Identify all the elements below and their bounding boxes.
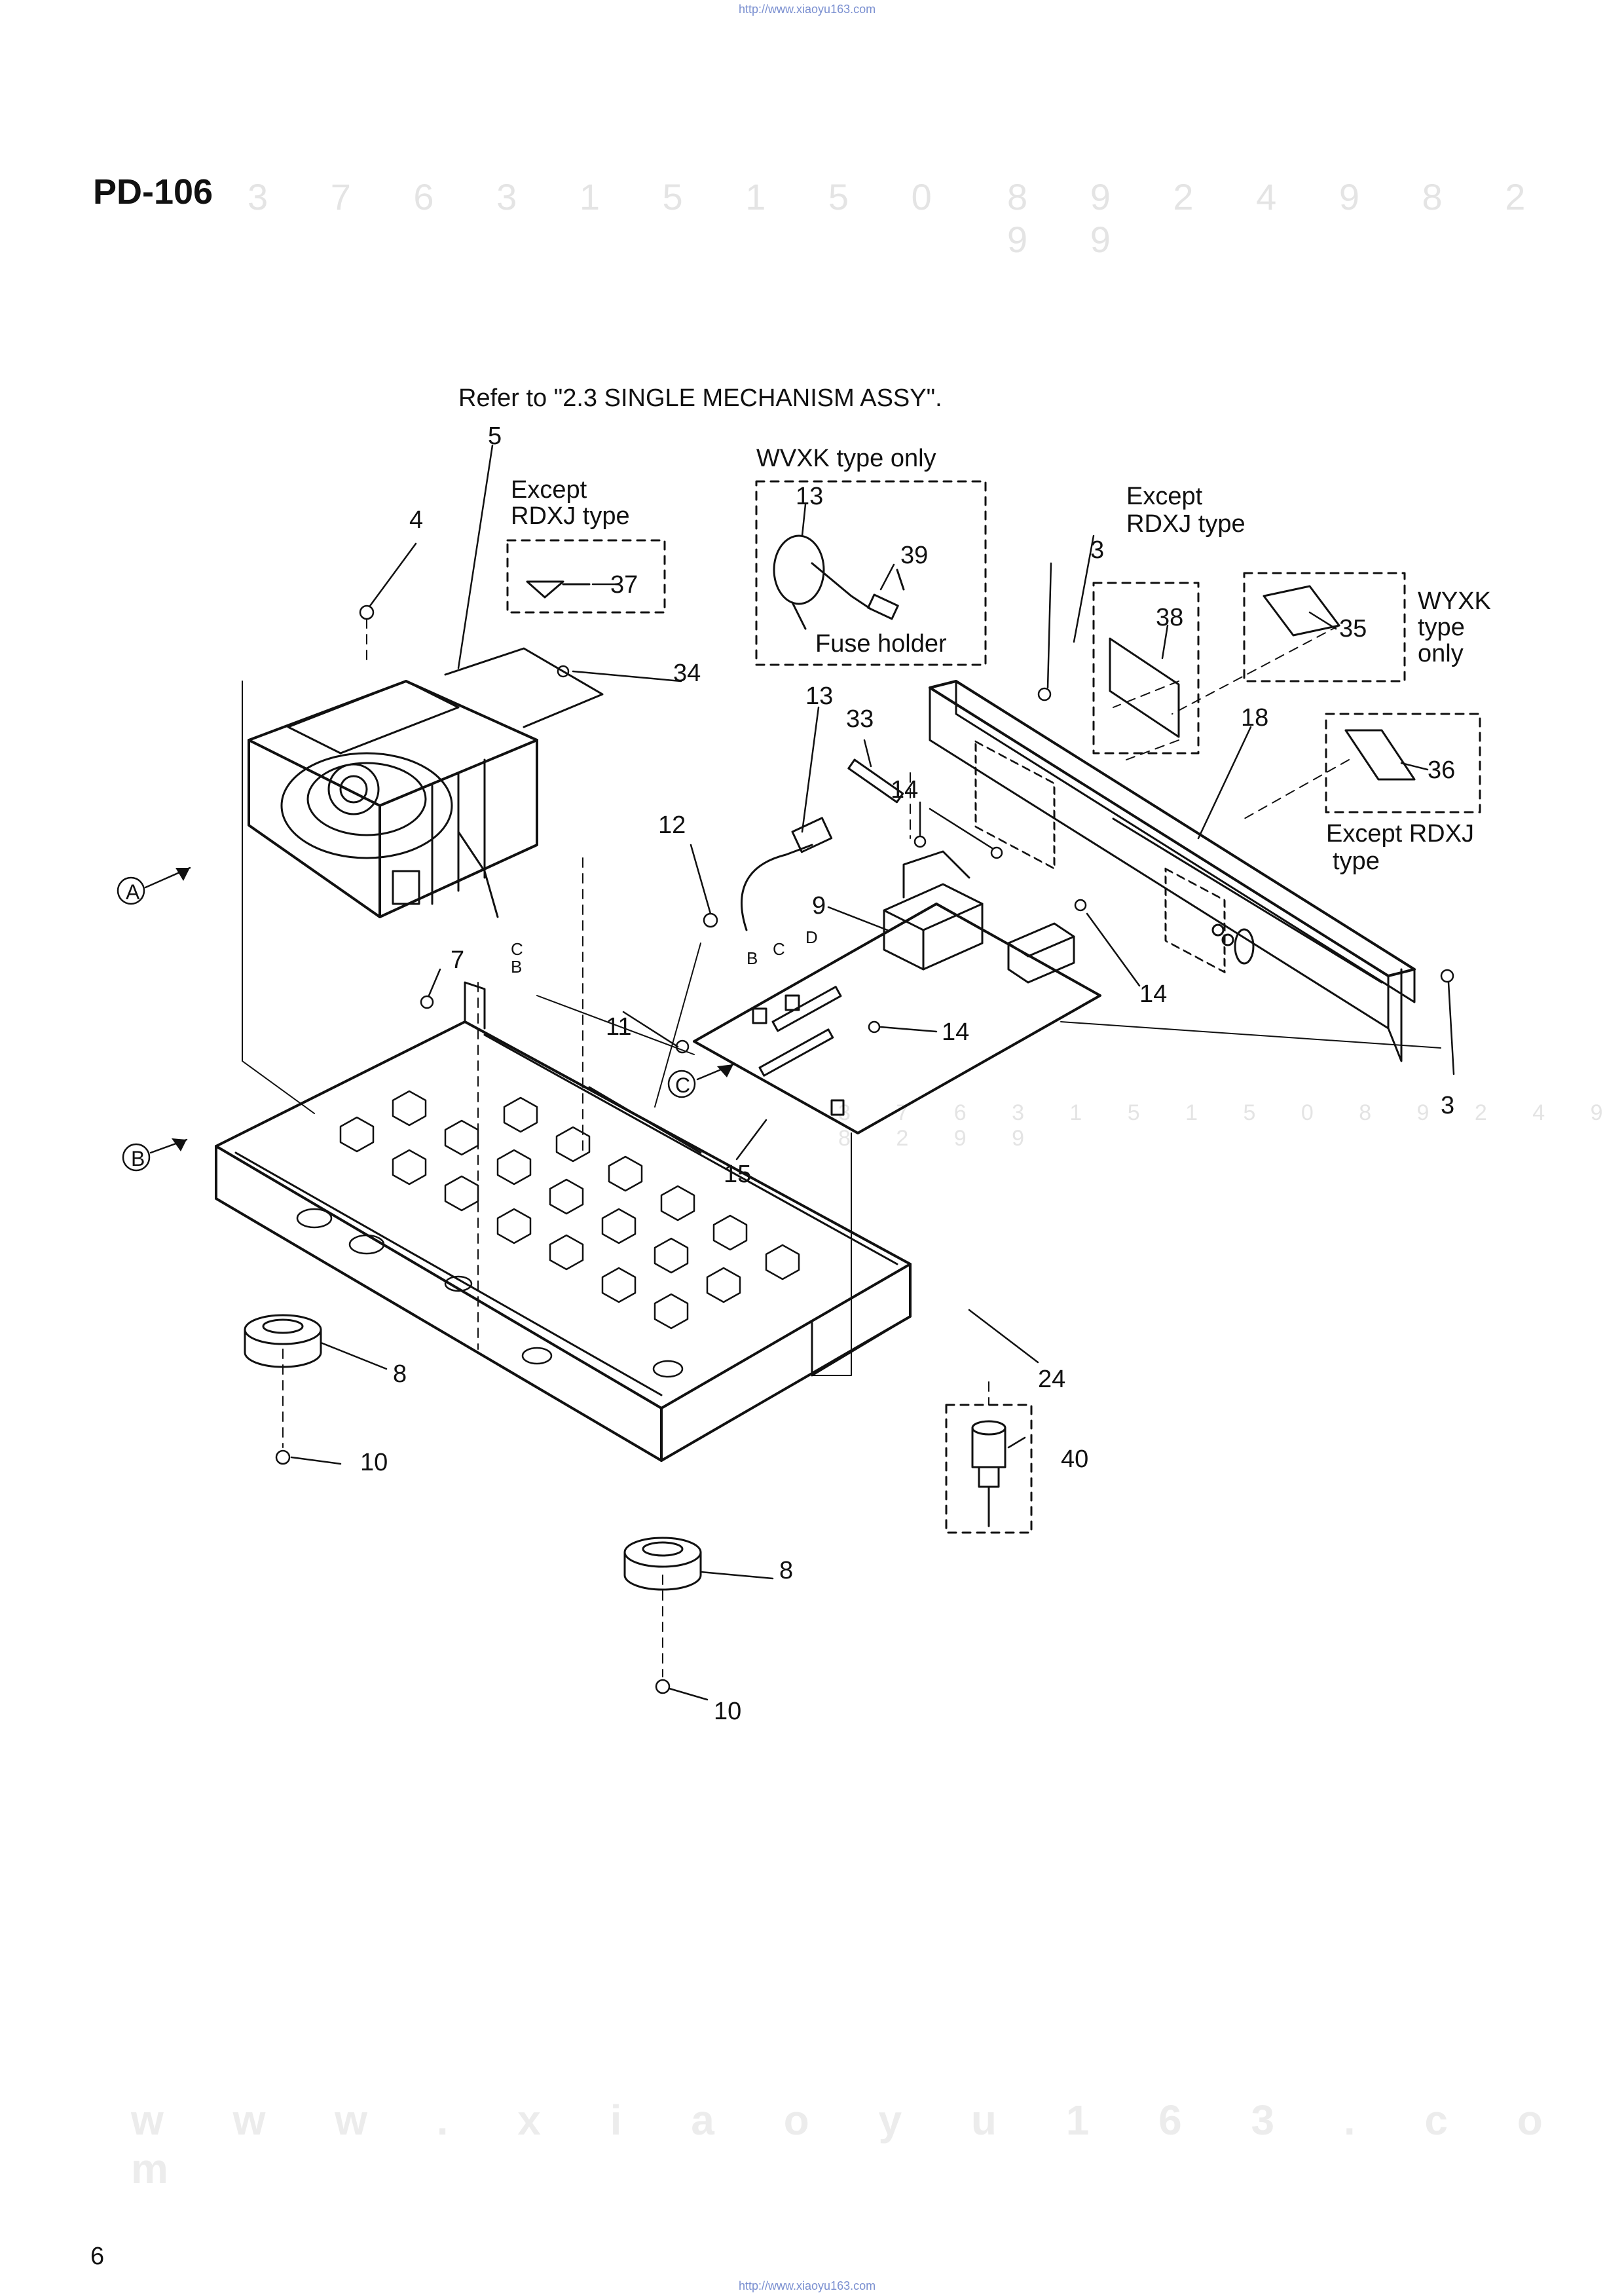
foot-right [623, 1537, 702, 1591]
callout-7: 7 [451, 946, 464, 974]
callout-14-top: 14 [891, 776, 918, 804]
mechanism-assembly [248, 647, 604, 918]
callout-13-wvxk: 13 [796, 483, 823, 510]
callout-13: 13 [805, 682, 833, 710]
callout-9: 9 [812, 892, 826, 920]
connector-d-label: D [805, 927, 818, 947]
callout-39: 39 [900, 542, 928, 569]
main-pcb [693, 850, 1101, 1134]
callout-4: 4 [409, 506, 423, 534]
model-title: PD-106 [93, 172, 213, 212]
ref-marker-c: C [675, 1073, 690, 1097]
box-35-label-line2: type [1418, 614, 1465, 641]
watermark-top-left: 3 7 6 3 1 5 1 5 0 [248, 176, 958, 217]
box-38-label-line1: Except [1126, 483, 1203, 510]
box-except-rdxj-37 [506, 539, 666, 614]
box-37-label-line2: RDXJ type [511, 502, 630, 530]
callout-8-left: 8 [393, 1360, 407, 1388]
callout-38: 38 [1156, 604, 1183, 631]
connector-c2-label: C [511, 939, 523, 959]
callout-37: 37 [610, 571, 638, 599]
callout-40: 40 [1061, 1446, 1088, 1473]
callout-10-left: 10 [360, 1449, 388, 1476]
header-url[interactable]: http://www.xiaoyu163.com [739, 3, 876, 16]
watermark-bottom: w w w . x i a o y u 1 6 3 . c o m [131, 2097, 1572, 2192]
box-wyxk-35 [1243, 572, 1406, 682]
foot-left [244, 1314, 322, 1368]
callout-5: 5 [488, 422, 502, 450]
callout-14-right: 14 [1139, 980, 1167, 1008]
connector-c-label: C [773, 939, 785, 959]
fuse-holder-label: Fuse holder [815, 630, 947, 658]
callout-18: 18 [1241, 704, 1268, 732]
watermark-top-right: 8 9 2 4 9 8 2 9 9 [1007, 176, 1552, 260]
box-except-rdxj-38 [1092, 582, 1200, 755]
connector-b-label: B [747, 948, 758, 968]
callout-3-top: 3 [1090, 536, 1104, 564]
callout-15: 15 [724, 1161, 751, 1188]
callout-10-right: 10 [714, 1698, 741, 1725]
callout-33: 33 [846, 705, 874, 733]
callout-36: 36 [1428, 756, 1455, 784]
watermark-mid: 3 7 6 3 1 5 1 5 0 8 9 2 4 9 8 2 9 9 [838, 1100, 1623, 1151]
callout-24: 24 [1038, 1366, 1065, 1393]
ref-marker-a: A [126, 880, 140, 904]
callout-8-right: 8 [779, 1557, 793, 1584]
callout-3-bottom: 3 [1441, 1092, 1454, 1119]
box-wvxk-label: WVXK type only [756, 445, 936, 472]
box-38-label-line2: RDXJ type [1126, 510, 1246, 538]
box-36-label-line2: type [1333, 848, 1380, 875]
callout-12: 12 [658, 812, 686, 839]
ref-marker-b: B [131, 1147, 145, 1170]
footer-url[interactable]: http://www.xiaoyu163.com [739, 2279, 876, 2292]
rear-panel [929, 680, 1416, 1062]
connector-b2-label: B [511, 957, 522, 977]
callout-35: 35 [1339, 615, 1367, 643]
box-wvxk [755, 480, 987, 666]
box-35-label-line3: only [1418, 640, 1464, 667]
page-number: 6 [90, 2243, 105, 2270]
box-35-label-line1: WYXK [1418, 588, 1491, 615]
refer-note: Refer to "2.3 SINGLE MECHANISM ASSY". [458, 384, 942, 412]
box-except-rdxj-36 [1325, 713, 1481, 813]
bottom-chassis [215, 981, 912, 1462]
callout-11: 11 [606, 1013, 631, 1041]
box-36-label-line1: Except RDXJ [1326, 820, 1474, 848]
callout-34: 34 [673, 660, 701, 687]
callout-14-bottom: 14 [942, 1018, 969, 1046]
box-37-label-line1: Except [511, 476, 587, 504]
